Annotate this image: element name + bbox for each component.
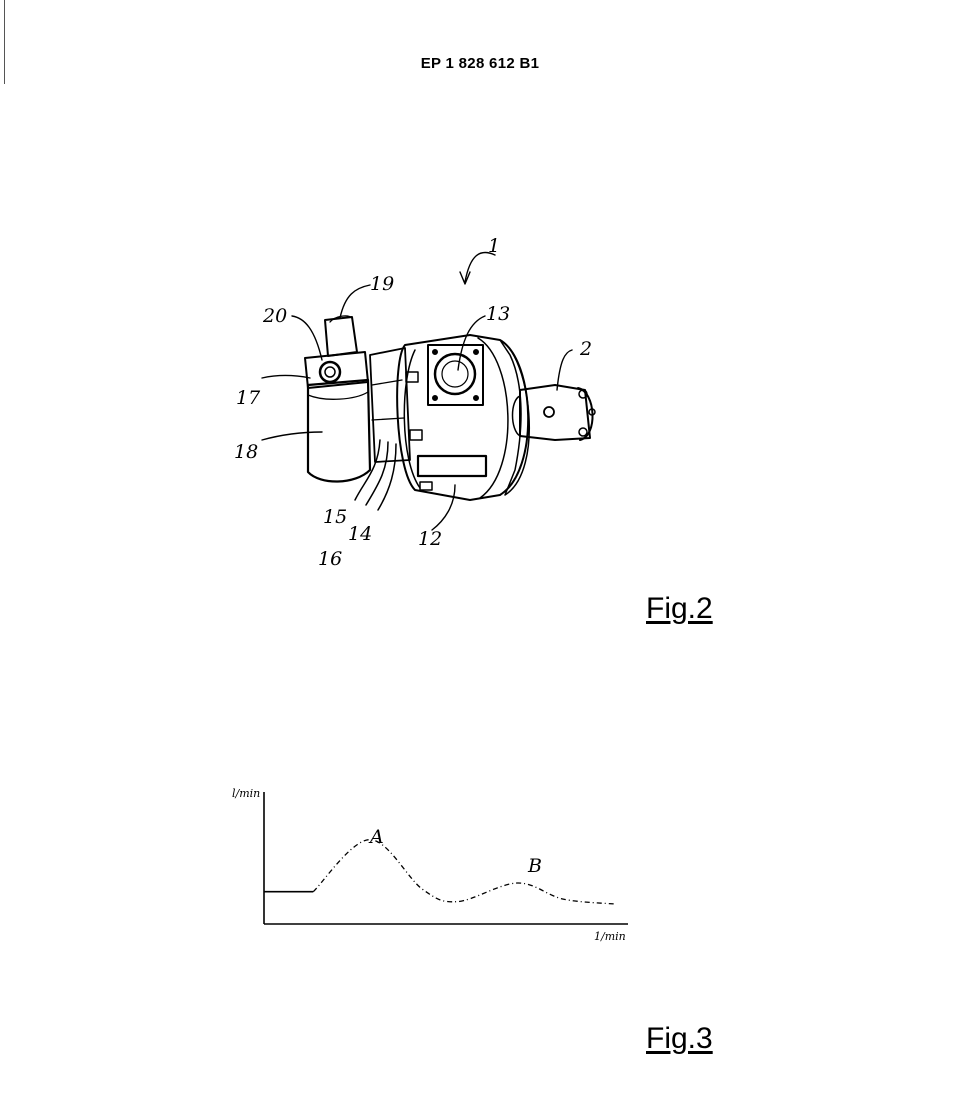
pressure-gauge	[318, 360, 342, 384]
pump-neck	[511, 395, 521, 437]
hose	[354, 439, 381, 501]
ref-label-17: 17	[236, 387, 261, 409]
flange-bolt	[432, 395, 438, 401]
connector-line	[371, 417, 405, 421]
flange-bolt	[473, 395, 479, 401]
arrow-1	[459, 271, 471, 285]
gauge-inner	[324, 366, 336, 378]
ref-label-15: 15	[323, 506, 347, 528]
connector-line	[371, 379, 403, 386]
port-inner-ring	[441, 360, 469, 388]
ref-label-1: 1	[488, 235, 500, 257]
ref-label-13: 13	[486, 303, 510, 325]
canister-rim	[307, 391, 369, 400]
figure-2-caption: Fig.2	[646, 592, 713, 625]
series-line-flow	[312, 838, 617, 905]
leader-12	[431, 484, 456, 531]
housing-tab	[409, 429, 423, 441]
leader-13	[457, 315, 486, 371]
leader-20	[291, 315, 323, 361]
hose	[365, 441, 389, 506]
flange-bolt	[432, 349, 438, 355]
housing-window	[416, 454, 488, 478]
patent-number: EP 1 828 612 B1	[420, 55, 540, 72]
ref-label-16: 16	[318, 548, 342, 570]
front-cap	[499, 339, 530, 496]
ref-label-20: 20	[262, 305, 287, 327]
pump-bolt	[588, 408, 596, 416]
leader-1	[464, 251, 496, 283]
leader-17	[261, 374, 311, 379]
ref-label-12: 12	[418, 528, 442, 550]
leader-18	[261, 431, 323, 441]
pump-bolt	[578, 389, 588, 399]
fig2-drawing	[261, 251, 596, 531]
pump-bolt	[578, 427, 588, 437]
pump-port	[543, 406, 555, 418]
fig3-chart: l/min 1/min A B	[232, 787, 628, 943]
leader-2	[556, 349, 573, 391]
ref-label-14: 14	[348, 523, 372, 545]
scan-edge-line	[4, 0, 5, 84]
sensor-housing	[324, 316, 358, 357]
connector-block	[369, 347, 411, 463]
square-flange	[427, 344, 484, 406]
figure-3-caption: Fig.3	[646, 1022, 713, 1055]
ref-label-2: 2	[579, 338, 592, 360]
flange-bolt	[473, 349, 479, 355]
housing-tab	[419, 481, 433, 491]
filter-canister	[306, 378, 372, 483]
hose	[377, 443, 397, 511]
x-axis-label: 1/min	[594, 930, 626, 943]
ref-label-18: 18	[234, 441, 258, 463]
peak-label-a: A	[368, 826, 384, 848]
fig2-reference-labels: 1 2 12 13 14 15 16 17 18 19 20	[234, 235, 592, 570]
sensor-top	[329, 315, 353, 323]
round-port	[433, 352, 477, 396]
y-axis-label: l/min	[232, 787, 260, 800]
ref-label-19: 19	[370, 273, 394, 295]
housing-ring-line	[403, 349, 421, 489]
housing-ring-line-2	[477, 337, 509, 499]
peak-label-b: B	[527, 855, 542, 877]
leader-19	[339, 284, 371, 319]
